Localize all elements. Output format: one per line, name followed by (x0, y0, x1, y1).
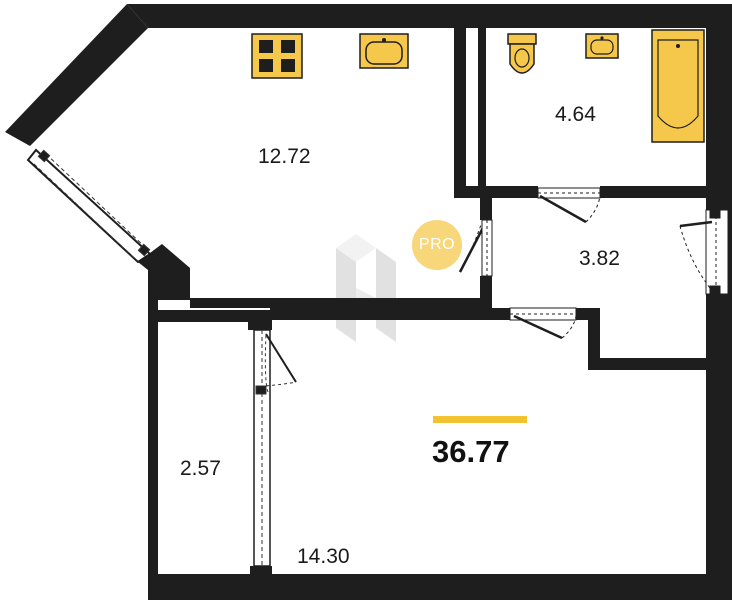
toilet-icon (507, 33, 537, 74)
door-hallway-room (509, 307, 577, 340)
door-bathroom (537, 187, 601, 224)
interior-walls (148, 28, 706, 578)
outer-walls (5, 4, 732, 600)
stove-icon (251, 33, 303, 79)
bathroom-sink-icon (585, 33, 619, 59)
left-window (26, 148, 152, 264)
area-label-hallway: 3.82 (579, 247, 620, 270)
watermark-logo (336, 234, 396, 342)
area-label-balcony: 2.57 (180, 457, 221, 480)
pro-badge-text: PRO (418, 236, 456, 253)
entrance-door (679, 209, 729, 295)
area-label-kitchen: 12.72 (258, 145, 311, 168)
door-kitchen-hallway (458, 219, 493, 277)
bathtub-icon (651, 29, 705, 143)
area-label-bathroom: 4.64 (555, 103, 596, 126)
area-label-room: 14.30 (297, 545, 350, 568)
pro-badge: PRO (412, 220, 462, 270)
total-area-accent (433, 416, 527, 423)
balcony-window (253, 329, 297, 567)
kitchen-sink-icon (359, 33, 409, 69)
total-area: 36.77 (432, 434, 510, 469)
